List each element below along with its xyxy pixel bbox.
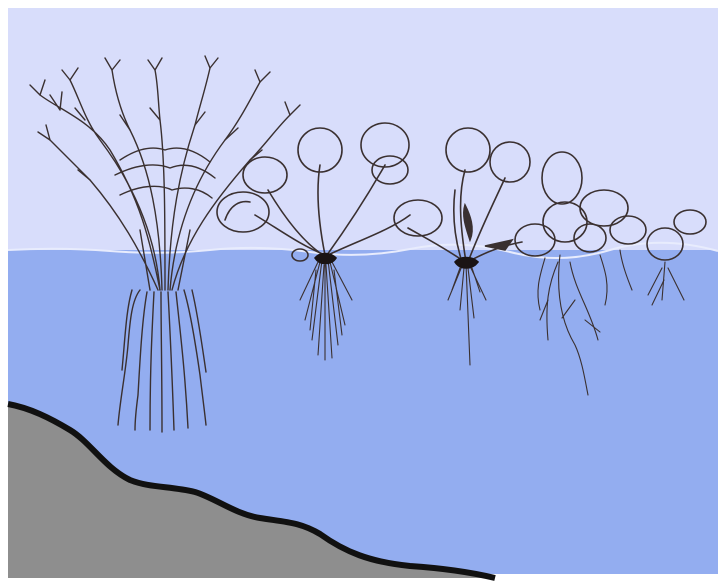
air-region <box>8 8 718 254</box>
